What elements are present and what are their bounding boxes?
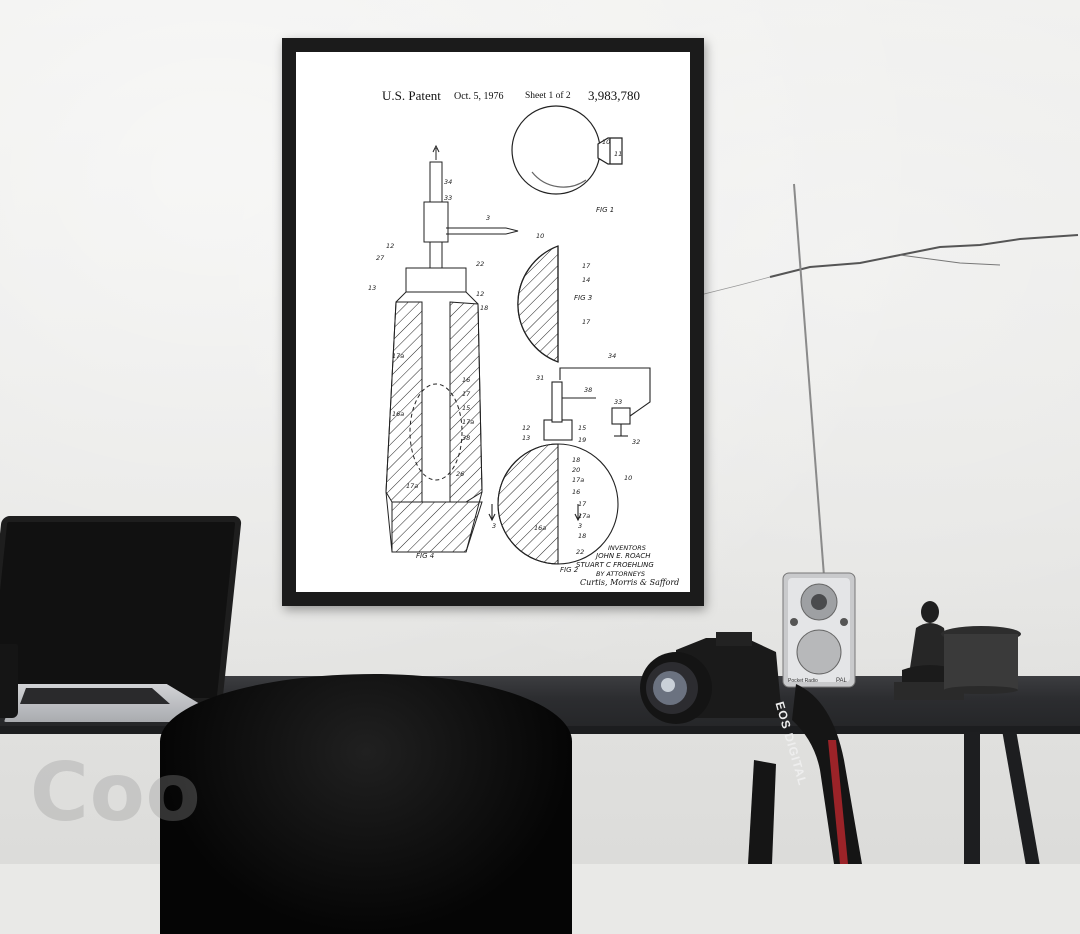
ref-numeral: 14 [582,276,591,284]
fig-3-label: FIG 3 [574,294,593,302]
laptop-screen [0,516,242,704]
watermark-text: Coo [30,746,202,839]
patent-drawing [385,105,651,565]
coffee-cup [0,644,18,718]
ref-numeral: 17 [462,390,471,398]
ref-numeral: 22 [576,548,585,556]
ref-numeral: 33 [614,398,623,406]
ref-numeral: 18 [578,532,587,540]
ref-numeral: 16a [392,410,405,418]
ref-numeral: 22 [476,260,485,268]
ref-numeral: 3 [492,522,497,530]
ref-numeral: 10 [602,138,611,146]
figure-2-drawing [488,367,651,565]
patent-title: U.S. Patent [382,88,441,103]
ref-numeral: 15 [578,424,587,432]
fig-4-label: FIG 4 [416,552,435,560]
radio-label-left: Pocket Radio [788,678,818,684]
figure-4-drawing [385,144,519,553]
ref-numeral: 15 [462,404,471,412]
ref-numeral: 3 [578,522,583,530]
ref-numeral: 31 [536,374,545,382]
patent-poster: U.S. Patent Oct. 5, 1976 Sheet 1 of 2 3,… [296,52,690,592]
ref-numeral: 10 [536,232,545,240]
ref-numeral: 17a [462,418,475,426]
ref-numeral: 20 [572,466,581,474]
camera-strap [748,684,862,864]
ref-numeral: 34 [608,352,617,360]
inventors-heading: INVENTORS [608,544,646,552]
ref-numeral: 16a [534,524,547,532]
ref-numeral: 16 [462,376,471,384]
dslr-camera [640,632,782,724]
patent-sheet: Sheet 1 of 2 [525,91,571,101]
decorative-jar [941,626,1021,694]
ref-numeral: 17a [572,476,585,484]
laptop-keyboard [20,688,170,704]
ref-numeral: 3 [486,214,491,222]
ref-numeral: 33 [444,194,453,202]
ref-numeral: 12 [522,424,531,432]
desk-leg [964,732,980,864]
ref-numeral: 13 [368,284,377,292]
ref-numeral: 10 [624,474,633,482]
ref-numeral: 17 [582,262,591,270]
ref-numeral: 32 [632,438,641,446]
ref-numeral: 16 [572,488,581,496]
figure-1-drawing [511,105,623,195]
fig-2-label: FIG 2 [560,566,579,574]
inventor-name-1: JOHN E. ROACH [596,552,651,560]
ref-numeral: 38 [462,434,471,442]
ref-numeral: 12 [386,242,395,250]
ref-numeral: 17a [406,482,419,490]
ref-numeral: 26 [456,470,465,478]
patent-number: 3,983,780 [588,88,640,103]
fig-1-label: FIG 1 [596,206,615,214]
inventor-name-2: STUART C FROEHLING [576,561,654,569]
ref-numeral: 18 [480,304,489,312]
ref-numeral: 11 [614,150,623,158]
ref-numeral: 17a [392,352,405,360]
radio-antenna [793,183,825,577]
radio-label-right: PAL [836,678,847,684]
pocket-radio [782,572,856,688]
figure-3-drawing [517,245,559,363]
ref-numeral: 38 [584,386,593,394]
desk-chair [160,674,572,934]
ref-numeral: 17 [578,500,587,508]
wall-crack [700,234,1079,295]
attorney-signature: Curtis, Morris & Safford [580,578,680,587]
ref-numeral: 27 [376,254,385,262]
patent-date: Oct. 5, 1976 [454,91,504,102]
ref-numeral: 13 [522,434,531,442]
ref-numeral: 19 [578,436,587,444]
ref-numeral: 12 [476,290,485,298]
ref-numeral: 17a [578,512,591,520]
poster-frame: U.S. Patent Oct. 5, 1976 Sheet 1 of 2 3,… [282,38,704,606]
ref-numeral: 17 [582,318,591,326]
attorneys-label: BY ATTORNEYS [596,570,645,578]
ref-numeral: 18 [572,456,581,464]
ref-numeral: 34 [444,178,453,186]
